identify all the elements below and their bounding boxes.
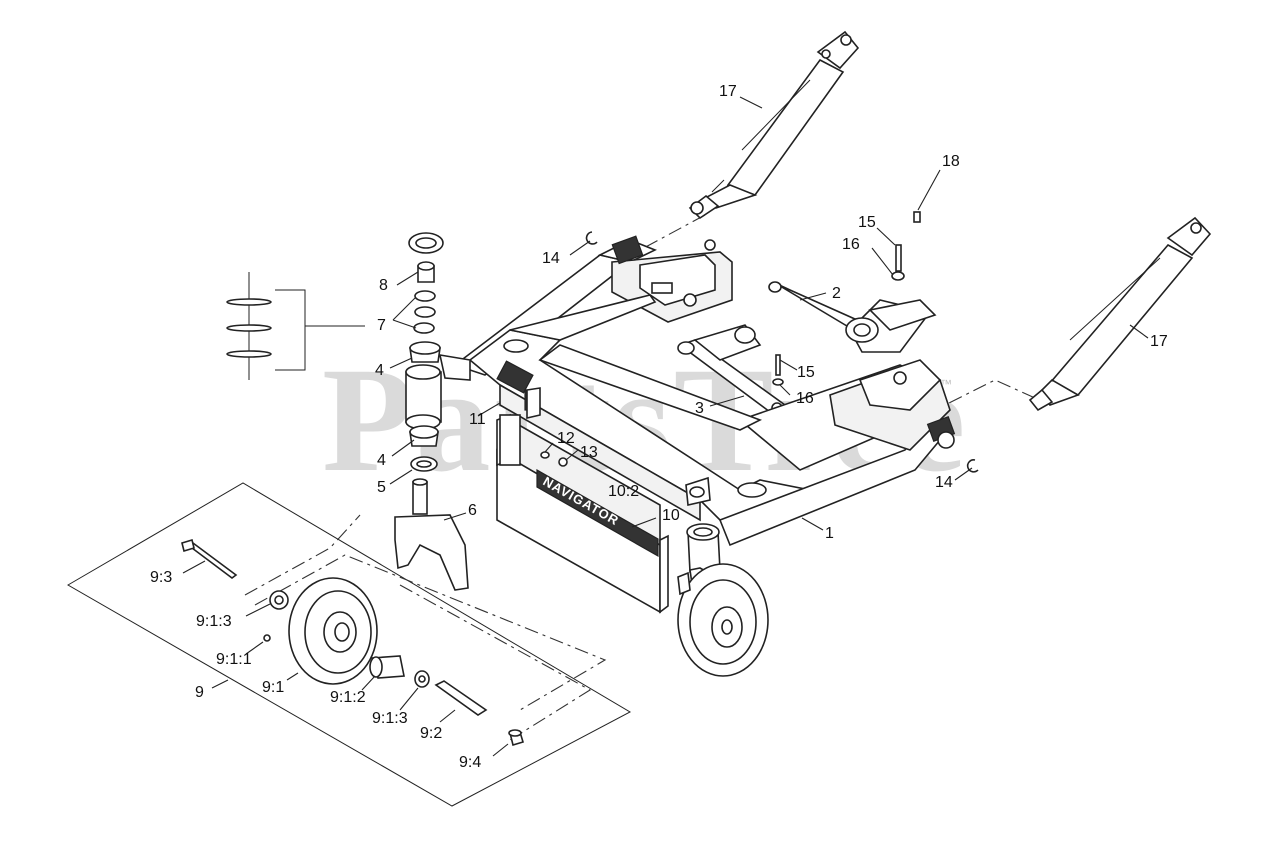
callout-1: 1 xyxy=(825,525,834,542)
callout-4-lower: 4 xyxy=(377,452,386,469)
callout-10: 10 xyxy=(662,507,680,524)
front-panel: NAVIGATOR xyxy=(496,413,711,614)
clevis-pin xyxy=(913,211,921,223)
caster-wheel-right xyxy=(677,563,769,677)
callout-14-right: 14 xyxy=(935,474,953,491)
callout-9: 9 xyxy=(195,684,204,701)
hydraulic-cylinder-right xyxy=(944,216,1212,412)
washer-nut xyxy=(540,451,568,467)
callout-11: 11 xyxy=(469,411,486,428)
callout-7: 7 xyxy=(377,317,386,334)
pivot-arm-upper xyxy=(768,281,937,353)
callout-9-1: 9:1 xyxy=(262,679,284,696)
callout-labels: 17 18 15 16 14 8 7 2 17 4 15 16 3 11 12 … xyxy=(150,83,1168,771)
callout-9-1-1: 9:1:1 xyxy=(216,651,252,668)
callout-17-right: 17 xyxy=(1150,333,1168,350)
callout-8: 8 xyxy=(379,277,388,294)
leader-lines xyxy=(182,96,1149,757)
bolt-washer-upper xyxy=(891,244,905,281)
callout-9-2: 9:2 xyxy=(420,725,442,742)
bracket xyxy=(526,387,541,420)
callout-10-2: 10:2 xyxy=(608,483,639,500)
callout-9-3: 9:3 xyxy=(150,569,172,586)
pivot-arm-lower xyxy=(677,324,787,414)
hydraulic-cylinder-left xyxy=(639,30,860,251)
callout-3: 3 xyxy=(695,400,704,417)
callout-2: 2 xyxy=(832,285,841,302)
callout-17-upper: 17 xyxy=(719,83,737,100)
callout-6: 6 xyxy=(468,502,477,519)
callout-16-upper: 16 xyxy=(842,236,860,253)
callout-9-1-3-upper: 9:1:3 xyxy=(196,613,232,630)
spindle-stack xyxy=(405,232,444,472)
callout-5: 5 xyxy=(377,479,386,496)
callout-9-4: 9:4 xyxy=(459,754,481,771)
callout-18: 18 xyxy=(942,153,960,170)
caster-wheel-assembly xyxy=(67,482,632,807)
callout-16-lower: 16 xyxy=(796,390,814,407)
caster-fork xyxy=(394,478,469,591)
callout-13: 13 xyxy=(580,444,598,461)
callout-15-lower: 15 xyxy=(797,364,815,381)
washer-detail xyxy=(226,272,365,380)
callout-9-1-3-lower: 9:1:3 xyxy=(372,710,408,727)
callout-14-left: 14 xyxy=(542,250,560,267)
callout-15-upper: 15 xyxy=(858,214,876,231)
callout-12: 12 xyxy=(557,430,575,447)
callout-9-1-2: 9:1:2 xyxy=(330,689,366,706)
callout-4-upper: 4 xyxy=(375,362,384,379)
